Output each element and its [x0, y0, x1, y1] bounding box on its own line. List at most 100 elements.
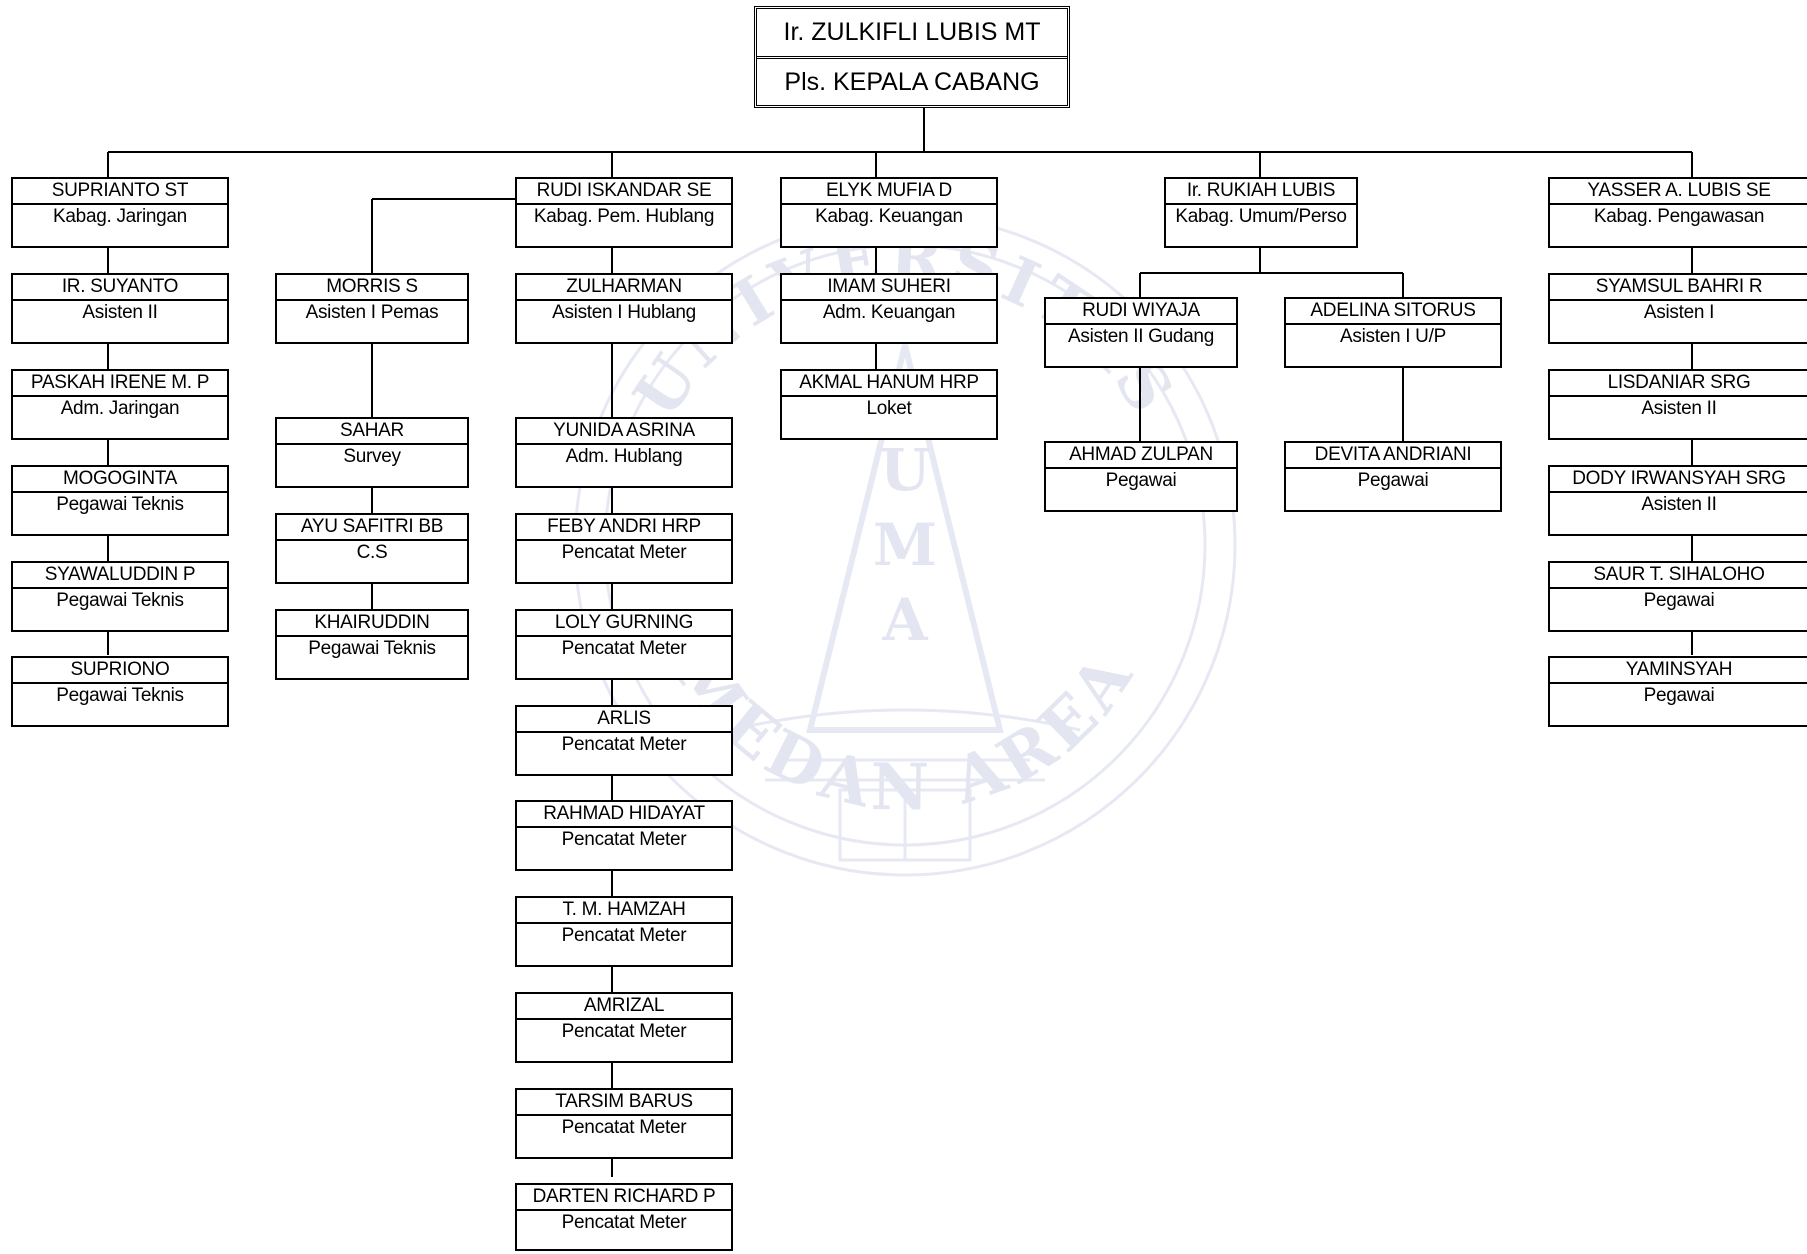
staff-box: IMAM SUHERI Adm. Keuangan: [780, 273, 998, 344]
dept-pengawasan-head: YASSER A. LUBIS SE Kabag. Pengawasan: [1548, 177, 1807, 248]
person-name: ADELINA SITORUS: [1286, 299, 1500, 325]
person-role: Pencatat Meter: [561, 638, 687, 659]
person-name: IR. SUYANTO: [13, 275, 227, 301]
staff-box: FEBY ANDRI HRP Pencatat Meter: [515, 513, 733, 584]
person-role: Pegawai: [1357, 470, 1429, 491]
head-of-branch-box: Ir. ZULKIFLI LUBIS MT Pls. KEPALA CABANG: [754, 6, 1070, 108]
person-role: Kabag. Pem. Hublang: [533, 206, 715, 227]
staff-box: MORRIS S Asisten I Pemas: [275, 273, 469, 344]
staff-box: DARTEN RICHARD P Pencatat Meter: [515, 1183, 733, 1251]
person-role: Pencatat Meter: [561, 1117, 687, 1138]
staff-box: LOLY GURNING Pencatat Meter: [515, 609, 733, 680]
staff-box: ZULHARMAN Asisten I Hublang: [515, 273, 733, 344]
person-name: MOGOGINTA: [13, 467, 227, 493]
person-role: Asisten II: [1641, 494, 1717, 515]
staff-box: LISDANIAR SRG Asisten II: [1548, 369, 1807, 440]
person-role: Asisten II: [82, 302, 158, 323]
person-name: MORRIS S: [277, 275, 467, 301]
staff-box: MOGOGINTA Pegawai Teknis: [11, 465, 229, 536]
person-name: LOLY GURNING: [517, 611, 731, 637]
person-name: SUPRIONO: [13, 658, 227, 684]
person-role: Pegawai: [1643, 685, 1715, 706]
person-role: Loket: [866, 398, 912, 419]
person-name: DARTEN RICHARD P: [517, 1185, 731, 1211]
staff-box: SAUR T. SIHALOHO Pegawai: [1548, 561, 1807, 632]
person-role: Survey: [343, 446, 401, 467]
head-of-branch-name: Ir. ZULKIFLI LUBIS MT: [757, 9, 1067, 59]
person-role: C.S: [356, 542, 388, 563]
person-role: Pegawai Teknis: [56, 590, 184, 611]
person-name: LISDANIAR SRG: [1550, 371, 1807, 397]
person-role: Asisten II Gudang: [1068, 326, 1214, 347]
person-name: YUNIDA ASRINA: [517, 419, 731, 445]
person-role: Pencatat Meter: [561, 925, 687, 946]
person-name: DODY IRWANSYAH SRG: [1550, 467, 1807, 493]
person-name: AMRIZAL: [517, 994, 731, 1020]
person-role: Pegawai Teknis: [56, 685, 184, 706]
staff-box: AYU SAFITRI BB C.S: [275, 513, 469, 584]
university-seal-watermark: UNIVERSITAS MEDAN AREA U M A: [573, 213, 1237, 877]
staff-box: IR. SUYANTO Asisten II: [11, 273, 229, 344]
staff-box: SYAWALUDDIN P Pegawai Teknis: [11, 561, 229, 632]
staff-box: YUNIDA ASRINA Adm. Hublang: [515, 417, 733, 488]
dept-keuangan-head: ELYK MUFIA D Kabag. Keuangan: [780, 177, 998, 248]
dept-jaringan-head: SUPRIANTO ST Kabag. Jaringan: [11, 177, 229, 248]
person-name: AYU SAFITRI BB: [277, 515, 467, 541]
dept-hublang-head: RUDI ISKANDAR SE Kabag. Pem. Hublang: [515, 177, 733, 248]
person-name: ARLIS: [517, 707, 731, 733]
person-name: AKMAL HANUM HRP: [782, 371, 996, 397]
person-role: Kabag. Pengawasan: [1593, 206, 1765, 227]
person-name: RUDI ISKANDAR SE: [517, 179, 731, 205]
person-name: Ir. RUKIAH LUBIS: [1166, 179, 1356, 205]
person-name: DEVITA ANDRIANI: [1286, 443, 1500, 469]
staff-box: TARSIM BARUS Pencatat Meter: [515, 1088, 733, 1159]
person-name: RAHMAD HIDAYAT: [517, 802, 731, 828]
person-name: T. M. HAMZAH: [517, 898, 731, 924]
staff-box: DODY IRWANSYAH SRG Asisten II: [1548, 465, 1807, 536]
person-role: Asisten I U/P: [1340, 326, 1446, 347]
staff-box: DEVITA ANDRIANI Pegawai: [1284, 441, 1502, 512]
staff-box: ARLIS Pencatat Meter: [515, 705, 733, 776]
person-role: Asisten II: [1641, 398, 1717, 419]
head-of-branch-role: Pls. KEPALA CABANG: [784, 68, 1040, 96]
person-name: ZULHARMAN: [517, 275, 731, 301]
person-name: IMAM SUHERI: [782, 275, 996, 301]
person-name: RUDI WIYAJA: [1046, 299, 1236, 325]
person-role: Asisten I Pemas: [305, 302, 439, 323]
person-name: PASKAH IRENE M. P: [13, 371, 227, 397]
person-name: SYAMSUL BAHRI R: [1550, 275, 1807, 301]
staff-box: RAHMAD HIDAYAT Pencatat Meter: [515, 800, 733, 871]
person-role: Asisten I: [1643, 302, 1715, 323]
watermark-letter-a: A: [881, 586, 928, 654]
staff-box: RUDI WIYAJA Asisten II Gudang: [1044, 297, 1238, 368]
person-name: SAUR T. SIHALOHO: [1550, 563, 1807, 589]
person-role: Pegawai Teknis: [308, 638, 436, 659]
staff-box: ADELINA SITORUS Asisten I U/P: [1284, 297, 1502, 368]
person-role: Kabag. Keuangan: [815, 206, 963, 227]
person-role: Asisten I Hublang: [552, 302, 696, 323]
person-name: AHMAD ZULPAN: [1046, 443, 1236, 469]
person-name: YASSER A. LUBIS SE: [1550, 179, 1807, 205]
person-role: Pegawai: [1105, 470, 1177, 491]
person-role: Kabag. Umum/Perso: [1175, 206, 1347, 227]
staff-box: AKMAL HANUM HRP Loket: [780, 369, 998, 440]
person-role: Pencatat Meter: [561, 542, 687, 563]
person-role: Adm. Hublang: [565, 446, 683, 467]
person-role: Adm. Jaringan: [60, 398, 180, 419]
person-role: Pencatat Meter: [561, 829, 687, 850]
staff-box: T. M. HAMZAH Pencatat Meter: [515, 896, 733, 967]
watermark-letter-u: U: [880, 436, 931, 504]
person-name: KHAIRUDDIN: [277, 611, 467, 637]
staff-box: SUPRIONO Pegawai Teknis: [11, 656, 229, 727]
person-role: Pencatat Meter: [561, 1021, 687, 1042]
person-name: SUPRIANTO ST: [13, 179, 227, 205]
person-name: ELYK MUFIA D: [782, 179, 996, 205]
person-role: Pencatat Meter: [561, 1212, 687, 1233]
person-role: Pegawai: [1643, 590, 1715, 611]
staff-box: SAHAR Survey: [275, 417, 469, 488]
dept-umum-head: Ir. RUKIAH LUBIS Kabag. Umum/Perso: [1164, 177, 1358, 248]
staff-box: KHAIRUDDIN Pegawai Teknis: [275, 609, 469, 680]
person-role: Adm. Keuangan: [822, 302, 956, 323]
staff-box: PASKAH IRENE M. P Adm. Jaringan: [11, 369, 229, 440]
